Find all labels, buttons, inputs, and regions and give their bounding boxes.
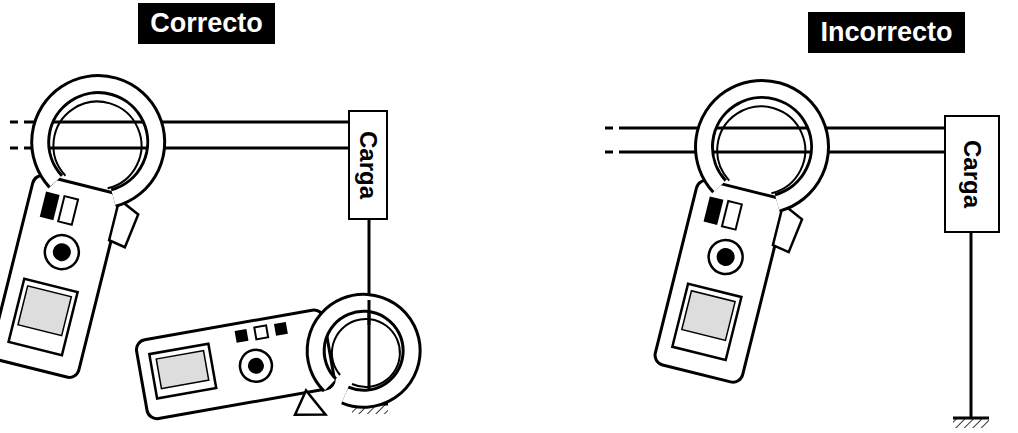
node-label: Carga: [960, 140, 984, 208]
load-box: Carga: [348, 110, 388, 220]
clamp-meter: [649, 77, 833, 390]
heading-tag: Correcto: [138, 3, 275, 44]
node-label: Incorrecto: [820, 19, 952, 46]
node-label: Correcto: [150, 10, 263, 37]
ground-symbol: [953, 418, 989, 428]
clamp-meter: [0, 72, 169, 385]
clamp-jaw: [316, 300, 412, 399]
heading-tag: Incorrecto: [808, 12, 965, 53]
node-label: Carga: [356, 131, 380, 199]
supply-wires: [605, 128, 971, 418]
load-box: Carga: [944, 115, 1000, 233]
